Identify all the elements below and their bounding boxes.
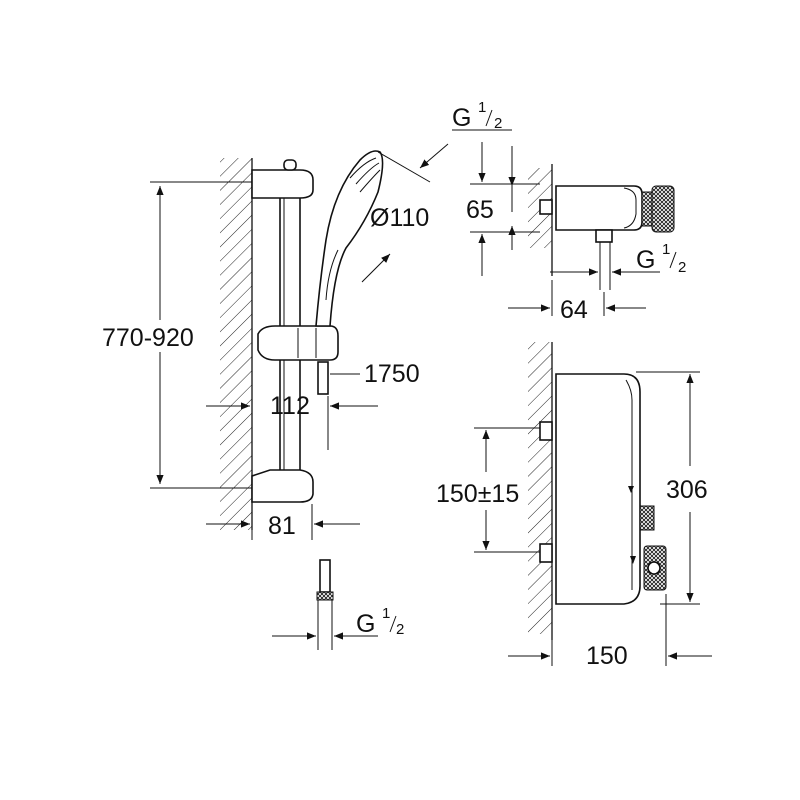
top-thread-numerator: 1 xyxy=(478,99,486,116)
shower-hose-stub xyxy=(317,361,329,395)
inlet-spacing-label: 150±15 xyxy=(436,480,519,508)
offset-65-label: 65 xyxy=(466,196,494,224)
shower-diameter-label: Ø110 xyxy=(370,204,429,232)
hose-thread-denominator: 2 xyxy=(396,621,404,638)
outlet-thread-label: G xyxy=(636,246,655,274)
rail-height-label: 770-920 xyxy=(102,324,194,352)
shower-rail-view: 770-920 Ø110 1750 112 81 G 1 2 xyxy=(102,143,449,650)
rail-depth-112-label: 112 xyxy=(270,392,310,420)
top-thread-denominator: 2 xyxy=(494,115,502,132)
hose-thread-label: G xyxy=(356,610,375,638)
outlet-thread-denominator: 2 xyxy=(678,259,686,276)
depth-150-label: 150 xyxy=(586,642,628,670)
wall-hatch-bottom xyxy=(528,342,552,634)
depth-64-label: 64 xyxy=(560,296,588,324)
bottom-wall-bracket xyxy=(251,469,314,503)
rail-depth-81-label: 81 xyxy=(268,512,296,540)
outlet-connector xyxy=(595,229,613,243)
outlet-thread-numerator: 1 xyxy=(662,241,670,258)
hose-length-label: 1750 xyxy=(364,360,420,388)
thermostat-body-side xyxy=(555,185,643,231)
top-wall-bracket xyxy=(251,169,314,199)
top-thread-label: G xyxy=(452,104,471,132)
height-306-label: 306 xyxy=(666,476,708,504)
wall-hatch-left xyxy=(220,158,252,530)
thermostat-side-view: G 1 2 65 G 1 2 64 xyxy=(452,99,686,324)
thermostat-body-front xyxy=(555,373,641,605)
hose-fitting xyxy=(319,559,331,593)
thermostat-front-view: 150±15 306 150 xyxy=(436,342,712,670)
hose-thread-numerator: 1 xyxy=(382,605,390,622)
hand-shower xyxy=(315,150,384,327)
